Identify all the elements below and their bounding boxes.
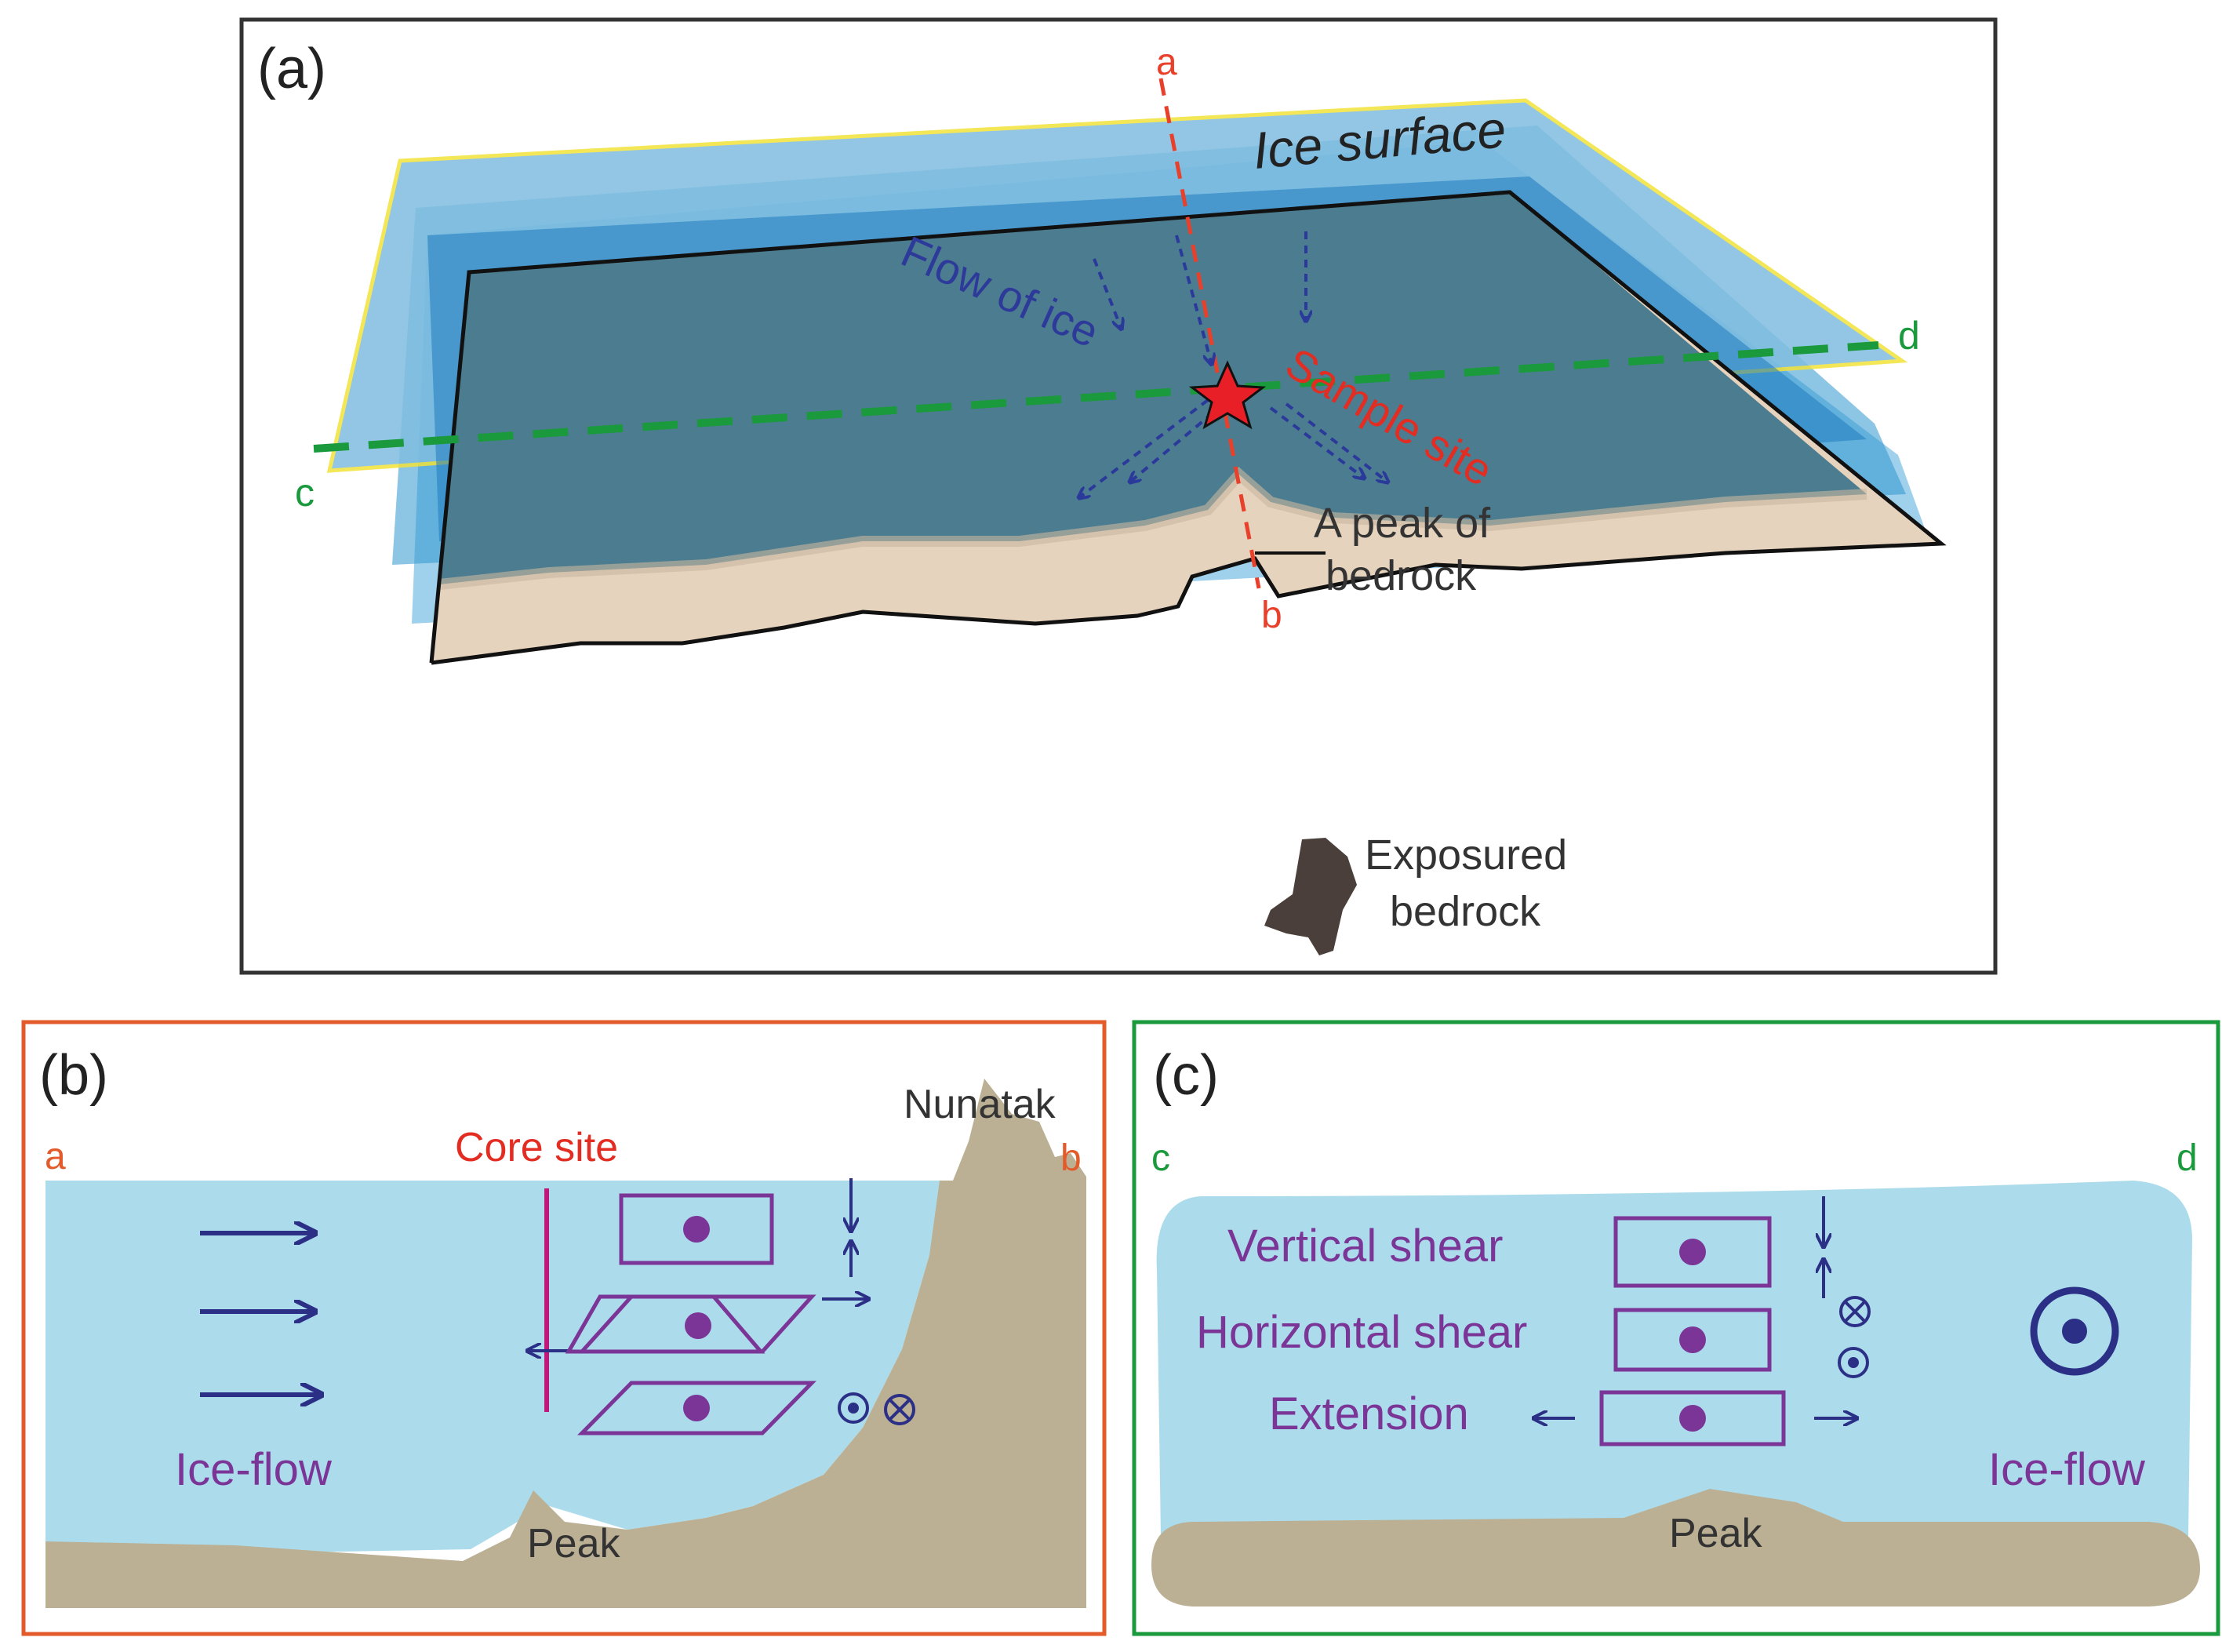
panel-c-label: (c) [1153,1044,1219,1107]
exposed-bedrock-label-2: bedrock [1390,888,1541,935]
cross-circle-icon-line [888,1398,911,1421]
dot-circle-icon-center [1848,1357,1859,1368]
ice-flow-direction-icon-center [2062,1319,2087,1344]
out-of-plane-symbols-b [838,1392,915,1425]
vertical-shear-label: Vertical shear [1227,1221,1503,1272]
panel-c: (c) c d Vertical shear Horizontal shear … [1132,1020,2220,1636]
ice-flow-label-c: Ice-flow [1988,1444,2146,1495]
dot-circle-icon [1838,1347,1869,1378]
bedrock-ridge [438,467,1867,590]
strain-box-sheared-1 [577,1294,816,1354]
panel-c-ice [1156,1181,2192,1537]
strain-box-dot [1679,1405,1706,1432]
peak-label-c: Peak [1669,1511,1763,1556]
out-of-plane-symbols-c [1838,1286,2119,1378]
extension-label: Extension [1269,1388,1469,1439]
point-b-label: b [1261,595,1282,636]
nunatak-label: Nunatak [904,1082,1056,1127]
panel-b-point-a: a [45,1136,66,1177]
strain-box-dot [685,1312,711,1339]
ice-flow-direction-icon [2030,1286,2119,1376]
cross-circle-icon [884,1394,915,1425]
point-d-label: d [1898,314,1920,358]
strain-box-vertical-c [1613,1216,1772,1288]
exposed-bedrock-label-1: Exposured [1365,831,1567,879]
panel-b-ice [45,1181,949,1557]
dot-circle-icon [838,1392,869,1424]
strain-box-extension-c [1599,1390,1786,1446]
dot-circle-icon-center [848,1403,859,1414]
cross-circle-icon-line [1843,1300,1867,1323]
flow-arrow [1093,258,1122,329]
strain-box-sheared-2 [577,1381,816,1435]
strain-box-dot [1679,1326,1706,1353]
ice-flow-arrows-b [200,1233,322,1395]
peak-of-bedrock-label-2: bedrock [1326,552,1477,599]
point-a-label: a [1156,42,1177,83]
exposed-bedrock-icon [1264,838,1357,955]
bedrock-outline [429,190,1947,665]
flow-arrow [1285,402,1388,482]
core-site-label: Core site [455,1125,618,1170]
panel-c-bedrock [1151,1489,2200,1607]
panel-b: (b) a b Core site Nunatak Ice-flow Peak [21,1020,1107,1636]
panel-c-point-c: c [1151,1137,1170,1179]
strain-box-dot [1679,1239,1706,1265]
ice-flow-label-b: Ice-flow [175,1444,333,1495]
peak-of-bedrock-label-1: A peak of [1314,500,1491,547]
panel-b-label: (b) [39,1044,108,1107]
sample-site-star-icon [1188,360,1267,430]
cross-circle-icon [1839,1296,1871,1327]
line-c-d [313,341,1879,453]
strain-box-dot [683,1216,710,1243]
panel-b-bedrock [45,1079,1086,1608]
strain-box-vertical [619,1193,774,1265]
strain-box-dot [683,1395,710,1421]
line-a-b [1158,78,1261,589]
peak-label-b: Peak [527,1521,621,1566]
panel-a-label: (a) [257,38,326,100]
ice-over-bedrock [439,192,1867,584]
panel-b-point-b: b [1060,1137,1082,1179]
panel-a: (a) a b c d Ice surface Flow of ice Samp… [239,17,1998,975]
panel-c-point-d: d [2177,1137,2198,1179]
flow-arrow [1269,406,1365,478]
horizontal-shear-label: Horizontal shear [1196,1307,1527,1358]
strain-box-horizontal-c [1613,1308,1772,1372]
point-c-label: c [295,471,315,515]
